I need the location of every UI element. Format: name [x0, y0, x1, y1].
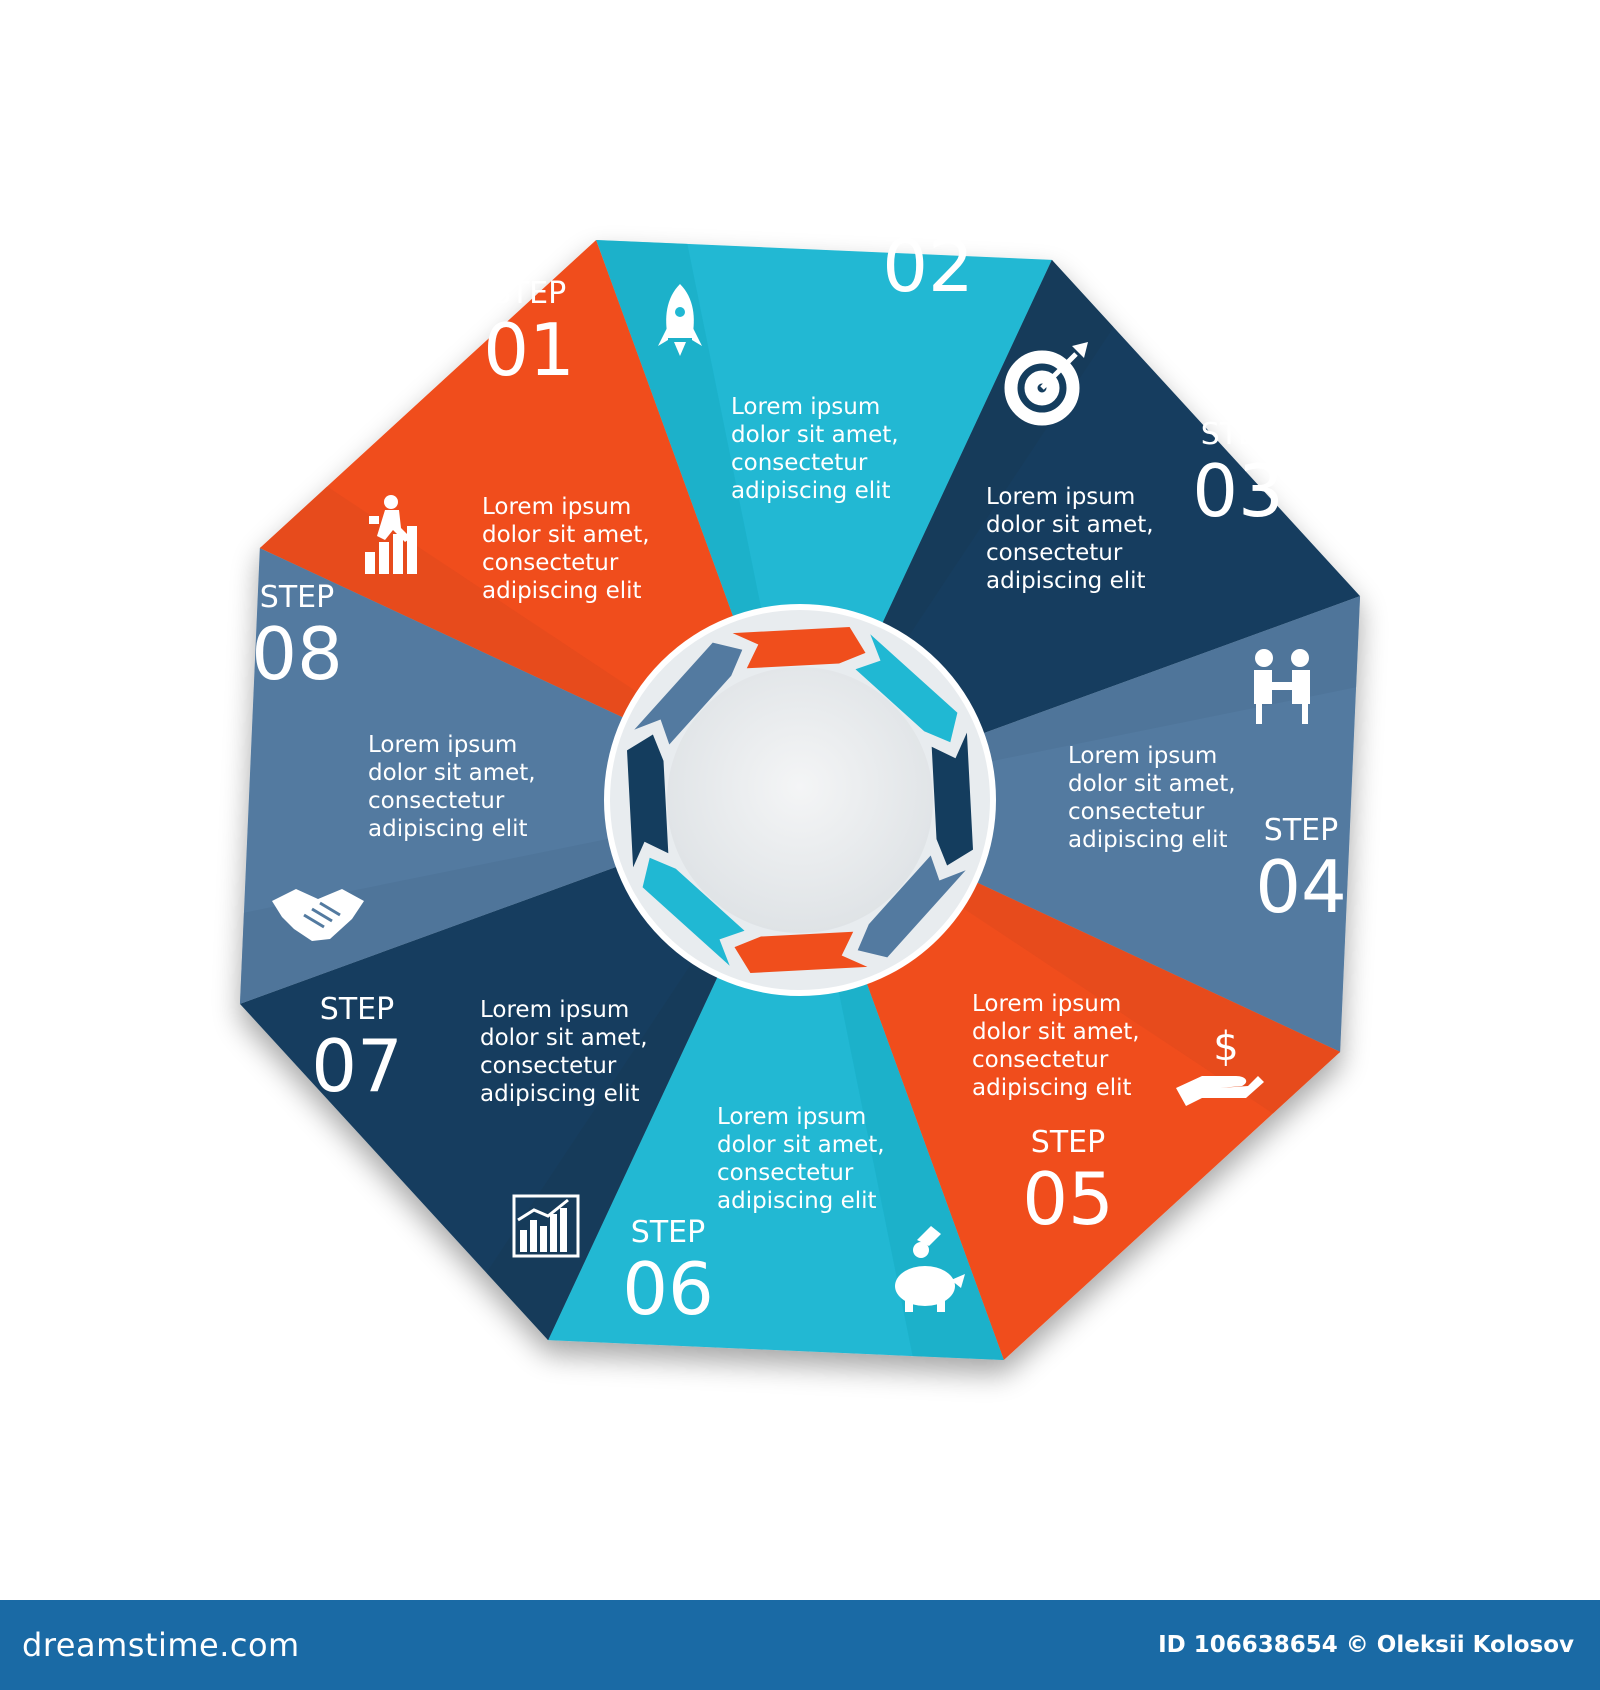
step-description-line: consectetur: [731, 450, 868, 476]
step-number: 07: [311, 1024, 403, 1108]
step-description-line: dolor sit amet,: [1068, 771, 1236, 797]
step-word: STEP: [492, 276, 566, 311]
rocket-icon: [658, 284, 702, 356]
cycle-arrow: [855, 634, 958, 743]
step-description-line: consectetur: [1068, 799, 1205, 825]
step-description-line: dolor sit amet,: [731, 422, 899, 448]
footer-credit: ID 106638654 © Oleksii Kolosov: [1158, 1632, 1574, 1658]
step-description-line: adipiscing elit: [986, 568, 1146, 594]
step-description-line: adipiscing elit: [368, 816, 528, 842]
step-word: STEP: [260, 580, 334, 615]
petal-shade: [239, 800, 801, 1004]
cycle-arrow: [634, 642, 743, 745]
step-description-line: dolor sit amet,: [717, 1132, 885, 1158]
cycle-arrow: [732, 627, 866, 669]
svg-text:$: $: [1213, 1024, 1238, 1070]
step-word: STEP: [1201, 417, 1275, 452]
step-number: 01: [483, 308, 575, 392]
step-description-line: Lorem ipsum: [1068, 743, 1217, 769]
step-description-line: consectetur: [972, 1047, 1109, 1073]
step-description-line: consectetur: [480, 1053, 617, 1079]
step-description-line: adipiscing elit: [482, 578, 642, 604]
handshake-icon: [272, 889, 364, 941]
petal-shade: [800, 800, 1004, 1361]
step-word: STEP: [1264, 813, 1338, 848]
bar-chart-icon: [512, 1194, 580, 1258]
step-description-line: Lorem ipsum: [480, 997, 629, 1023]
step-description-line: consectetur: [717, 1160, 854, 1186]
cycle-arrow: [642, 857, 745, 966]
cycle-arrow: [857, 855, 966, 958]
step-description-line: Lorem ipsum: [986, 484, 1135, 510]
step-description-line: Lorem ipsum: [731, 394, 880, 420]
step-number: 04: [1255, 845, 1347, 929]
step-word: STEP: [891, 192, 965, 227]
footer-brand[interactable]: dreamstime.com: [22, 1626, 300, 1664]
step-description-line: consectetur: [368, 788, 505, 814]
step-description-line: dolor sit amet,: [482, 522, 650, 548]
cycle-arrow: [734, 931, 868, 973]
step-number: 02: [882, 224, 974, 308]
step-number: 08: [251, 612, 343, 696]
handshake-people-icon: [1254, 649, 1310, 724]
center-disc: [667, 667, 933, 933]
hand-dollar-icon: $: [1176, 1024, 1264, 1106]
step-description-line: Lorem ipsum: [482, 494, 631, 520]
step-description-line: adipiscing elit: [717, 1188, 877, 1214]
step-word: STEP: [320, 992, 394, 1027]
step-description-line: Lorem ipsum: [368, 732, 517, 758]
step-number: 05: [1022, 1157, 1114, 1241]
step-description-line: dolor sit amet,: [986, 512, 1154, 538]
step-description-line: adipiscing elit: [972, 1075, 1132, 1101]
step-number: 06: [622, 1247, 714, 1331]
target-arrow-icon: [1004, 342, 1088, 426]
step-description-line: adipiscing elit: [480, 1081, 640, 1107]
footer-bar: dreamstime.com ID 106638654 © Oleksii Ko…: [0, 1600, 1600, 1690]
step-description-line: consectetur: [482, 550, 619, 576]
step-description-line: dolor sit amet,: [368, 760, 536, 786]
businessman-climbing-chart-icon: [365, 495, 417, 574]
step-number: 03: [1192, 449, 1284, 533]
step-description-line: Lorem ipsum: [717, 1104, 866, 1130]
step-description-line: adipiscing elit: [1068, 827, 1228, 853]
step-description-line: Lorem ipsum: [972, 991, 1121, 1017]
step-description-line: dolor sit amet,: [972, 1019, 1140, 1045]
step-description-line: consectetur: [986, 540, 1123, 566]
step-word: STEP: [631, 1215, 705, 1250]
step-description-line: dolor sit amet,: [480, 1025, 648, 1051]
step-word: STEP: [1031, 1125, 1105, 1160]
piggy-bank-icon: [895, 1226, 965, 1312]
petal-shade: [800, 596, 1361, 800]
cycle-arrow: [627, 734, 669, 868]
cycle-arrow: [931, 732, 973, 866]
step-description-line: adipiscing elit: [731, 478, 891, 504]
petal-shade: [596, 239, 800, 801]
